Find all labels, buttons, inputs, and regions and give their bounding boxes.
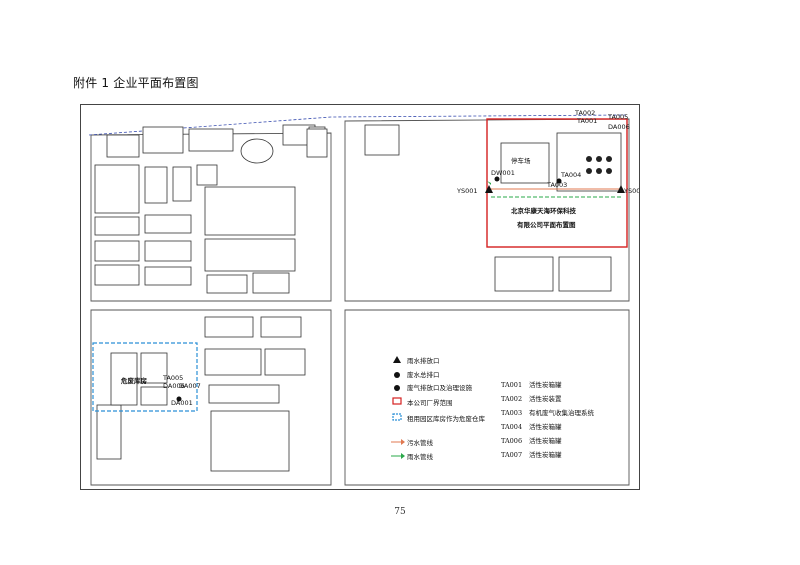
legend-symbol-label: 雨水排放口	[407, 356, 440, 365]
triangle-icon	[393, 356, 401, 363]
ys001-label: YS001	[456, 187, 478, 195]
building	[94, 240, 140, 262]
block-southeast	[344, 309, 630, 486]
building	[144, 266, 192, 286]
legend-code-desc: 活性炭箱罐	[529, 450, 562, 459]
legend-code-desc: 活性炭箱罐	[529, 380, 562, 389]
building	[208, 384, 280, 404]
building	[252, 272, 290, 294]
legend-code: TA007	[501, 451, 522, 459]
parking-area	[500, 142, 550, 184]
orange-arrow-icon	[391, 439, 405, 445]
dot-icon	[394, 372, 400, 378]
triangle-icon	[485, 185, 493, 193]
legend-symbol-label: 污水管线	[407, 438, 434, 447]
equipment-circles	[586, 156, 612, 174]
hazardous-warehouse-boundary	[92, 342, 198, 412]
warehouse-label: 危废库房	[120, 376, 148, 385]
legend-code: TA003	[501, 409, 522, 417]
building-large	[210, 410, 290, 472]
building	[260, 316, 302, 338]
da001-warehouse-label: DA001	[171, 399, 193, 407]
company-boundary	[486, 118, 628, 248]
building	[140, 386, 168, 406]
da007-warehouse-label: DA007	[179, 382, 201, 390]
ys002-label: YS002	[623, 187, 640, 195]
dw001-label: DW001	[491, 169, 515, 177]
company-name-line2: 有限公司平面布置图	[517, 220, 576, 229]
building	[140, 352, 168, 384]
building	[306, 128, 328, 158]
legend-code-desc: 活性炭箱罐	[529, 436, 562, 445]
dot-icon	[556, 178, 562, 184]
block-southwest	[90, 309, 332, 486]
building-large	[204, 186, 296, 236]
building	[494, 256, 554, 292]
company-name-line1: 北京华康天海环保科技	[511, 206, 577, 215]
site-layout-map: 停车场 YS001 YS002 DW001 TA004 TA003 TA002 …	[80, 104, 640, 490]
building	[188, 128, 234, 152]
building	[144, 214, 192, 234]
building	[558, 256, 612, 292]
da006-warehouse-label: DA006	[163, 382, 185, 390]
map-legend: 雨水排放口 废水总排口 废气排放口及治理设施 本公司厂界范围 租用园区库房作为危…	[391, 356, 595, 461]
building	[204, 348, 262, 376]
building	[172, 166, 192, 202]
blue-dashed-rectangle-icon	[392, 413, 402, 421]
ta001-label: TA001	[576, 117, 597, 125]
building	[144, 166, 168, 204]
document-title: 附件 1 企业平面布置图	[73, 76, 199, 90]
building	[96, 404, 122, 460]
building	[94, 164, 140, 214]
legend-symbol-label: 租用园区库房作为危废仓库	[407, 414, 486, 423]
building-large	[204, 238, 296, 272]
legend-code: TA006	[501, 437, 522, 445]
parking-label: 停车场	[511, 156, 531, 165]
legend-code-desc: 有机废气收集治理系统	[529, 408, 595, 417]
ta005-label: TA005	[607, 113, 628, 121]
dot-icon	[176, 396, 182, 402]
building	[204, 316, 254, 338]
legend-code: TA001	[501, 381, 522, 389]
legend-symbol-label: 废水总排口	[407, 370, 440, 379]
building	[94, 216, 140, 236]
legend-symbol-label: 废气排放口及治理设施	[407, 383, 473, 392]
building	[144, 240, 192, 262]
legend-code-desc: 活性炭箱罐	[529, 422, 562, 431]
dot-icon	[394, 385, 400, 391]
block-northwest	[90, 132, 332, 302]
building	[110, 352, 138, 406]
ta002-label: TA002	[574, 109, 595, 117]
legend-code-desc: 活性炭装置	[529, 394, 562, 403]
green-arrow-icon	[391, 453, 405, 459]
building	[196, 164, 218, 186]
building	[206, 274, 248, 294]
legend-code: TA004	[501, 423, 522, 431]
legend-symbol-label: 雨水管线	[407, 452, 434, 461]
ta005-warehouse-label: TA005	[162, 374, 183, 382]
building	[106, 134, 140, 158]
building	[142, 126, 184, 154]
page-number: 75	[394, 507, 406, 517]
building	[364, 124, 400, 156]
building	[94, 264, 140, 286]
ta004-label: TA004	[560, 171, 581, 179]
site-plan-drawing: 停车场 YS001 YS002 DW001 TA004 TA003 TA002 …	[88, 109, 640, 486]
dot-icon	[494, 176, 500, 182]
legend-symbol-label: 本公司厂界范围	[407, 398, 453, 407]
building-round	[240, 138, 274, 164]
building	[264, 348, 306, 376]
triangle-icon	[617, 185, 625, 193]
green-arrow-icon	[487, 181, 491, 185]
legend-code: TA002	[501, 395, 522, 403]
ta003-label: TA003	[546, 181, 567, 189]
red-rectangle-icon	[392, 397, 402, 405]
da006-label: DA006	[608, 123, 630, 131]
